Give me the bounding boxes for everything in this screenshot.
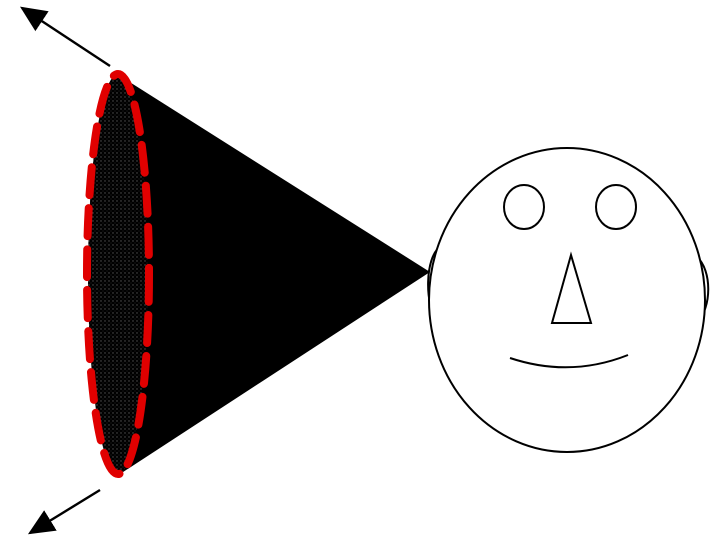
left-eye bbox=[504, 185, 544, 229]
cone-body bbox=[120, 76, 430, 474]
right-eye bbox=[596, 185, 636, 229]
face bbox=[428, 148, 708, 452]
arrow-top bbox=[22, 8, 110, 66]
arrow-bottom bbox=[30, 490, 100, 533]
cone bbox=[87, 74, 430, 474]
